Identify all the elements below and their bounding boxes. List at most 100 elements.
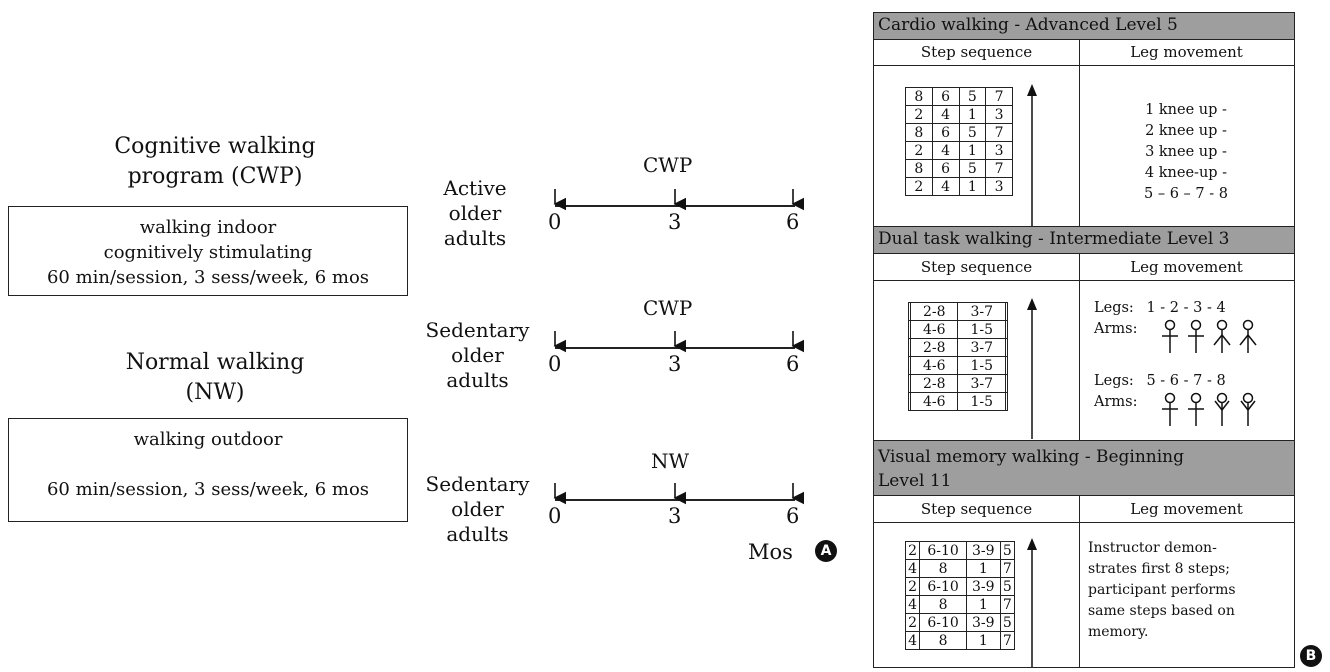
- grid-cell: 7: [985, 123, 1013, 142]
- up-arrow-icon: [1027, 538, 1037, 667]
- grid-cell: [1004, 356, 1009, 375]
- grid-cell: 1: [958, 105, 987, 124]
- timeline-3-program: NW: [651, 449, 690, 473]
- up-arrow-icon: [1027, 84, 1037, 227]
- grid-cell: [1004, 392, 1009, 411]
- grid-cell: 3-9: [965, 541, 1001, 560]
- section-visualmemory-header: Visual memory walking - Beginning Level …: [874, 440, 1294, 496]
- grid-cell: [1004, 302, 1009, 321]
- grid-cell: 5: [999, 613, 1016, 632]
- legs-row-1: Legs: 1 - 2 - 3 - 4: [1094, 300, 1226, 316]
- divider: [874, 280, 1294, 281]
- panel-b-badge: B: [1300, 645, 1322, 667]
- grid-cell: 7: [999, 559, 1016, 578]
- grid-cell: 5: [958, 87, 987, 106]
- divider: [874, 65, 1294, 66]
- grid-cell: 4-6: [910, 320, 959, 339]
- grid-cell: 8: [919, 559, 967, 578]
- grid-cell: 2: [904, 613, 921, 632]
- grid-cell: 1: [958, 177, 987, 196]
- leg-movement-label: Leg movement: [1130, 43, 1243, 61]
- grid-cell: 2: [905, 141, 933, 160]
- tick-label: 0: [548, 504, 562, 528]
- arms-label-2: Arms:: [1094, 394, 1138, 410]
- grid-cell: 8: [905, 87, 933, 106]
- timeline-2: [553, 331, 805, 353]
- grid-cell: [1004, 320, 1009, 339]
- leg-movement-label: Leg movement: [1130, 500, 1243, 518]
- grid-cell: 4: [931, 141, 960, 160]
- movement-cardio: 1 knee up - 2 knee up - 3 knee up - 4 kn…: [1144, 102, 1228, 202]
- timeline-svg: [553, 189, 805, 505]
- grid-cell: [1004, 338, 1009, 357]
- grid-cell: 8: [905, 159, 933, 178]
- grid-cell: 6-10: [919, 577, 967, 596]
- grid-cell: 8: [919, 631, 967, 650]
- grid-cell: 2: [905, 177, 933, 196]
- divider: [1079, 496, 1080, 668]
- grid-cell: 4: [931, 105, 960, 124]
- grid-cell: 4: [931, 177, 960, 196]
- timeline-2-program: CWP: [643, 296, 693, 320]
- grid-cell: 3-7: [957, 302, 1006, 321]
- grid-cell: 5: [958, 159, 987, 178]
- tick-label: 6: [786, 504, 800, 528]
- grid-cell: 3-9: [965, 577, 1001, 596]
- grid-cell: 3-7: [957, 338, 1006, 357]
- grid-cell: 4: [904, 595, 921, 614]
- tick-label: 3: [668, 210, 682, 234]
- grid-cell: 2: [905, 105, 933, 124]
- arm-figures-icon-2: [1162, 392, 1256, 426]
- grid-cell: 7: [999, 631, 1016, 650]
- group-label-1: Active older adults: [443, 176, 507, 250]
- arms-label-1: Arms:: [1094, 321, 1138, 337]
- grid-cell: 3: [985, 105, 1013, 124]
- timeline-1-program: CWP: [643, 153, 693, 177]
- grid-cell: 4-6: [910, 392, 959, 411]
- timeline-1: [553, 189, 805, 211]
- step-sequence-label: Step sequence: [920, 258, 1033, 276]
- up-arrow-icon: [1027, 298, 1037, 439]
- grid-cell: 5: [999, 577, 1016, 596]
- group-label-2: Sedentary older adults: [425, 318, 530, 392]
- grid-cell: 1-5: [957, 320, 1006, 339]
- grid-cell: 3-7: [957, 374, 1006, 393]
- timeline-3: [553, 483, 805, 505]
- grid-cell: 2: [904, 577, 921, 596]
- leg-movement-label: Leg movement: [1130, 258, 1243, 276]
- grid-cell: 1: [965, 631, 1001, 650]
- grid-cell: 3-9: [965, 613, 1001, 632]
- grid-cell: 1-5: [957, 392, 1006, 411]
- tick-label: 6: [786, 210, 800, 234]
- divider: [1079, 40, 1080, 226]
- grid-cell: 8: [919, 595, 967, 614]
- time-unit-label: Mos: [748, 540, 793, 564]
- grid-cell: 5: [999, 541, 1016, 560]
- grid-cell: 6-10: [919, 541, 967, 560]
- program-box-cwp: walking indoor cognitively stimulating 6…: [8, 206, 408, 296]
- grid-cell: 6: [931, 123, 960, 142]
- grid-cell: 7: [985, 159, 1013, 178]
- step-sequence-label: Step sequence: [920, 43, 1033, 61]
- grid-cell: 6-10: [919, 613, 967, 632]
- grid-cell: 2: [904, 541, 921, 560]
- program-title-nw: Normal walking (NW): [125, 350, 305, 405]
- grid-cell: 3: [985, 141, 1013, 160]
